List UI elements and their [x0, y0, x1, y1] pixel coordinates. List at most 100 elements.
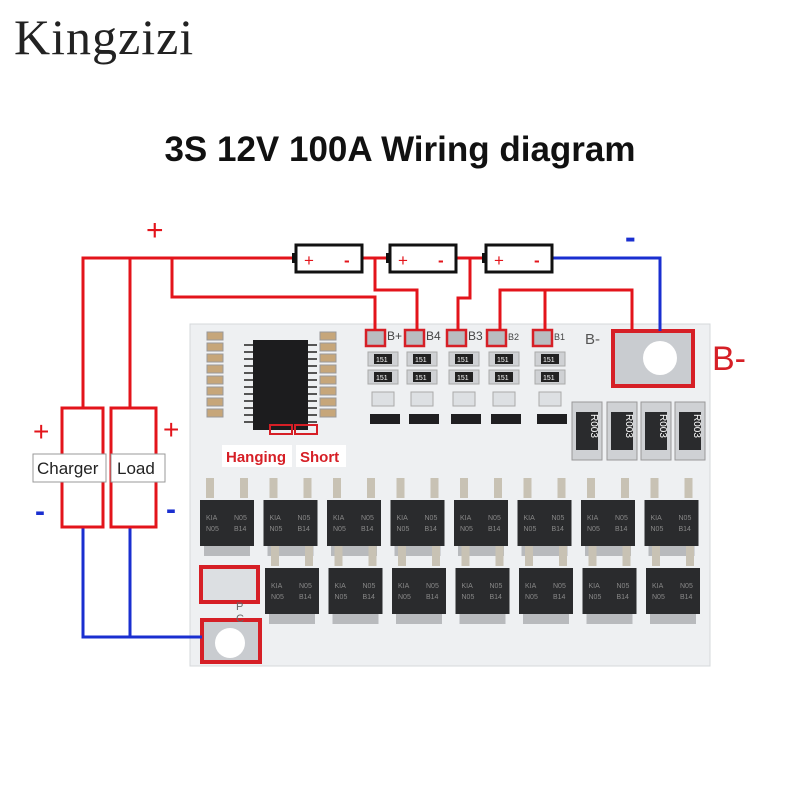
battery-minus: - [344, 251, 350, 270]
mosfet-marking: N05 [525, 594, 538, 601]
charger-minus: - [35, 495, 45, 528]
balance-pad-bplus[interactable] [364, 328, 387, 348]
led [492, 391, 516, 407]
mosfet-marking: N05 [615, 515, 628, 522]
resistor-code: 151 [376, 375, 388, 382]
mosfet-marking: N05 [298, 515, 311, 522]
load-plus: + [163, 414, 179, 445]
mosfet-marking: N05 [617, 583, 630, 590]
charger-plus: + [33, 416, 49, 447]
mosfet-marking: N05 [426, 583, 439, 590]
balance-pad-b3[interactable] [445, 328, 468, 348]
mosfet-marking: B14 [363, 594, 376, 601]
balance-pad-b1[interactable] [531, 328, 554, 348]
mosfet-marking: N05 [587, 526, 600, 533]
pad-label: B4 [426, 329, 441, 343]
mosfet-marking: N05 [488, 515, 501, 522]
mosfet-marking: N05 [271, 594, 284, 601]
mosfet-marking: N05 [460, 526, 473, 533]
mosfet-marking: N05 [299, 583, 312, 590]
shunt-code: R003 [691, 414, 702, 438]
transistor [370, 414, 400, 424]
mosfet-marking: N05 [425, 515, 438, 522]
pad-label: B1 [554, 332, 565, 342]
resistor-code: 151 [497, 357, 509, 364]
b-minus-hole [643, 341, 677, 375]
resistor-code: 151 [415, 375, 427, 382]
mosfet-marking: B14 [234, 526, 247, 533]
battery-plus: + [494, 251, 504, 270]
transistor [451, 414, 481, 424]
brand-logo: Kingzizi [14, 9, 195, 65]
transistor [491, 414, 521, 424]
mosfet-marking: KIA [335, 583, 347, 590]
led [410, 391, 434, 407]
hanging-label-bg [222, 445, 292, 467]
mosfet-marking: N05 [524, 526, 537, 533]
resistor-code: 151 [415, 357, 427, 364]
pack-plus-sign: + [146, 214, 164, 247]
mosfet-marking: B14 [679, 526, 692, 533]
charger-label-box [32, 453, 107, 483]
short-jumper[interactable] [294, 424, 318, 435]
mosfet-marking: KIA [333, 515, 345, 522]
battery-minus: - [534, 251, 540, 270]
mosfet-marking: N05 [652, 594, 665, 601]
positive-wires [81, 256, 634, 408]
mosfet-marking: B14 [488, 526, 501, 533]
mosfet-marking: B14 [490, 594, 503, 601]
mosfet-marking: N05 [361, 515, 374, 522]
mosfet-marking: N05 [553, 583, 566, 590]
mosfet-marking: KIA [652, 583, 664, 590]
b-minus-callout: B- [712, 340, 746, 378]
mosfet-marking: N05 [335, 594, 348, 601]
mosfet-marking: KIA [270, 515, 282, 522]
mosfet-marking: KIA [398, 583, 410, 590]
mosfet-marking: KIA [271, 583, 283, 590]
mosfet-marking: KIA [460, 515, 472, 522]
led [371, 391, 395, 407]
load-label: Load [117, 459, 155, 478]
led [452, 391, 476, 407]
balance-pad-b2[interactable] [485, 328, 508, 348]
mosfet-marking: B14 [615, 526, 628, 533]
mosfet-marking: B14 [553, 594, 566, 601]
shunt-code: R003 [623, 414, 634, 438]
balance-pad-b4[interactable] [403, 328, 426, 348]
mosfet-marking: KIA [524, 515, 536, 522]
diagram-title: 3S 12V 100A Wiring diagram [164, 130, 636, 169]
pad-label: B2 [508, 332, 519, 342]
hanging-jumper[interactable] [269, 424, 293, 435]
mosfet-marking: N05 [680, 583, 693, 590]
mosfet-marking: N05 [462, 594, 475, 601]
load-label-box [110, 453, 166, 483]
mosfet-marking: N05 [333, 526, 346, 533]
transistor [409, 414, 439, 424]
mosfet-marking: N05 [206, 526, 219, 533]
mosfet-marking: N05 [552, 515, 565, 522]
mosfet-marking: N05 [397, 526, 410, 533]
shunt-code: R003 [588, 414, 599, 438]
resistor-code: 151 [543, 357, 555, 364]
battery-cell: +- [386, 243, 458, 274]
load-minus: - [166, 493, 176, 526]
short-label-bg [296, 445, 346, 467]
mosfet-marking: B14 [617, 594, 630, 601]
c-pad[interactable] [199, 565, 260, 604]
mosfet-marking: KIA [651, 515, 663, 522]
smd-components [206, 331, 337, 423]
mosfet-marking: N05 [398, 594, 411, 601]
mosfet-marking: N05 [363, 583, 376, 590]
